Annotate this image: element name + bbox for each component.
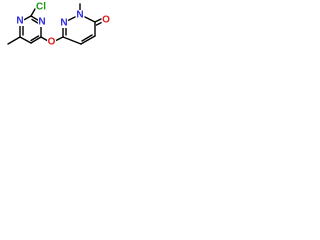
atom-label-background — [101, 15, 111, 25]
atom-label-background — [47, 37, 57, 47]
bond-c4p-c5p — [80, 35, 96, 45]
atom-label-background — [59, 18, 69, 28]
atom-label-background — [35, 2, 47, 12]
bond-c4-c5 — [30, 36, 42, 44]
bond-o-c6p — [54, 36, 64, 42]
bond-c4-c5-double — [30, 35, 40, 42]
ether-oxygen-label: O — [48, 37, 56, 48]
pyridazine-n2-label: N — [76, 10, 83, 21]
bond-c2-cl — [30, 8, 36, 17]
atom-labels: Cl N N O N N O — [16, 2, 110, 48]
molecule-structure: Cl N N O N N O — [7, 2, 111, 48]
carbonyl-oxygen-label: O — [102, 15, 110, 26]
pyridazine-n1-label: N — [60, 18, 67, 29]
bond-c3p-o — [94, 18, 102, 23]
bond-c5-c6 — [19, 36, 32, 44]
pyrimidine-n-top-label: N — [16, 16, 23, 27]
bonds — [7, 3, 104, 45]
bond-c4p-c5p-double — [81, 34, 93, 42]
bond-n1p-n2p — [66, 16, 76, 22]
pyrimidine-n-bottom-label: N — [38, 17, 45, 28]
bond-n2p-c3p — [84, 16, 96, 23]
bond-c3p-o-double — [95, 21, 104, 26]
bond-c4-o — [40, 36, 49, 42]
atom-label-background — [37, 17, 47, 27]
bond-c5p-c6p — [62, 36, 82, 45]
chlorine-label: Cl — [36, 2, 46, 13]
atom-label-background — [75, 10, 85, 20]
bond-c6-methyl — [7, 36, 21, 45]
atom-label-background — [15, 16, 25, 26]
